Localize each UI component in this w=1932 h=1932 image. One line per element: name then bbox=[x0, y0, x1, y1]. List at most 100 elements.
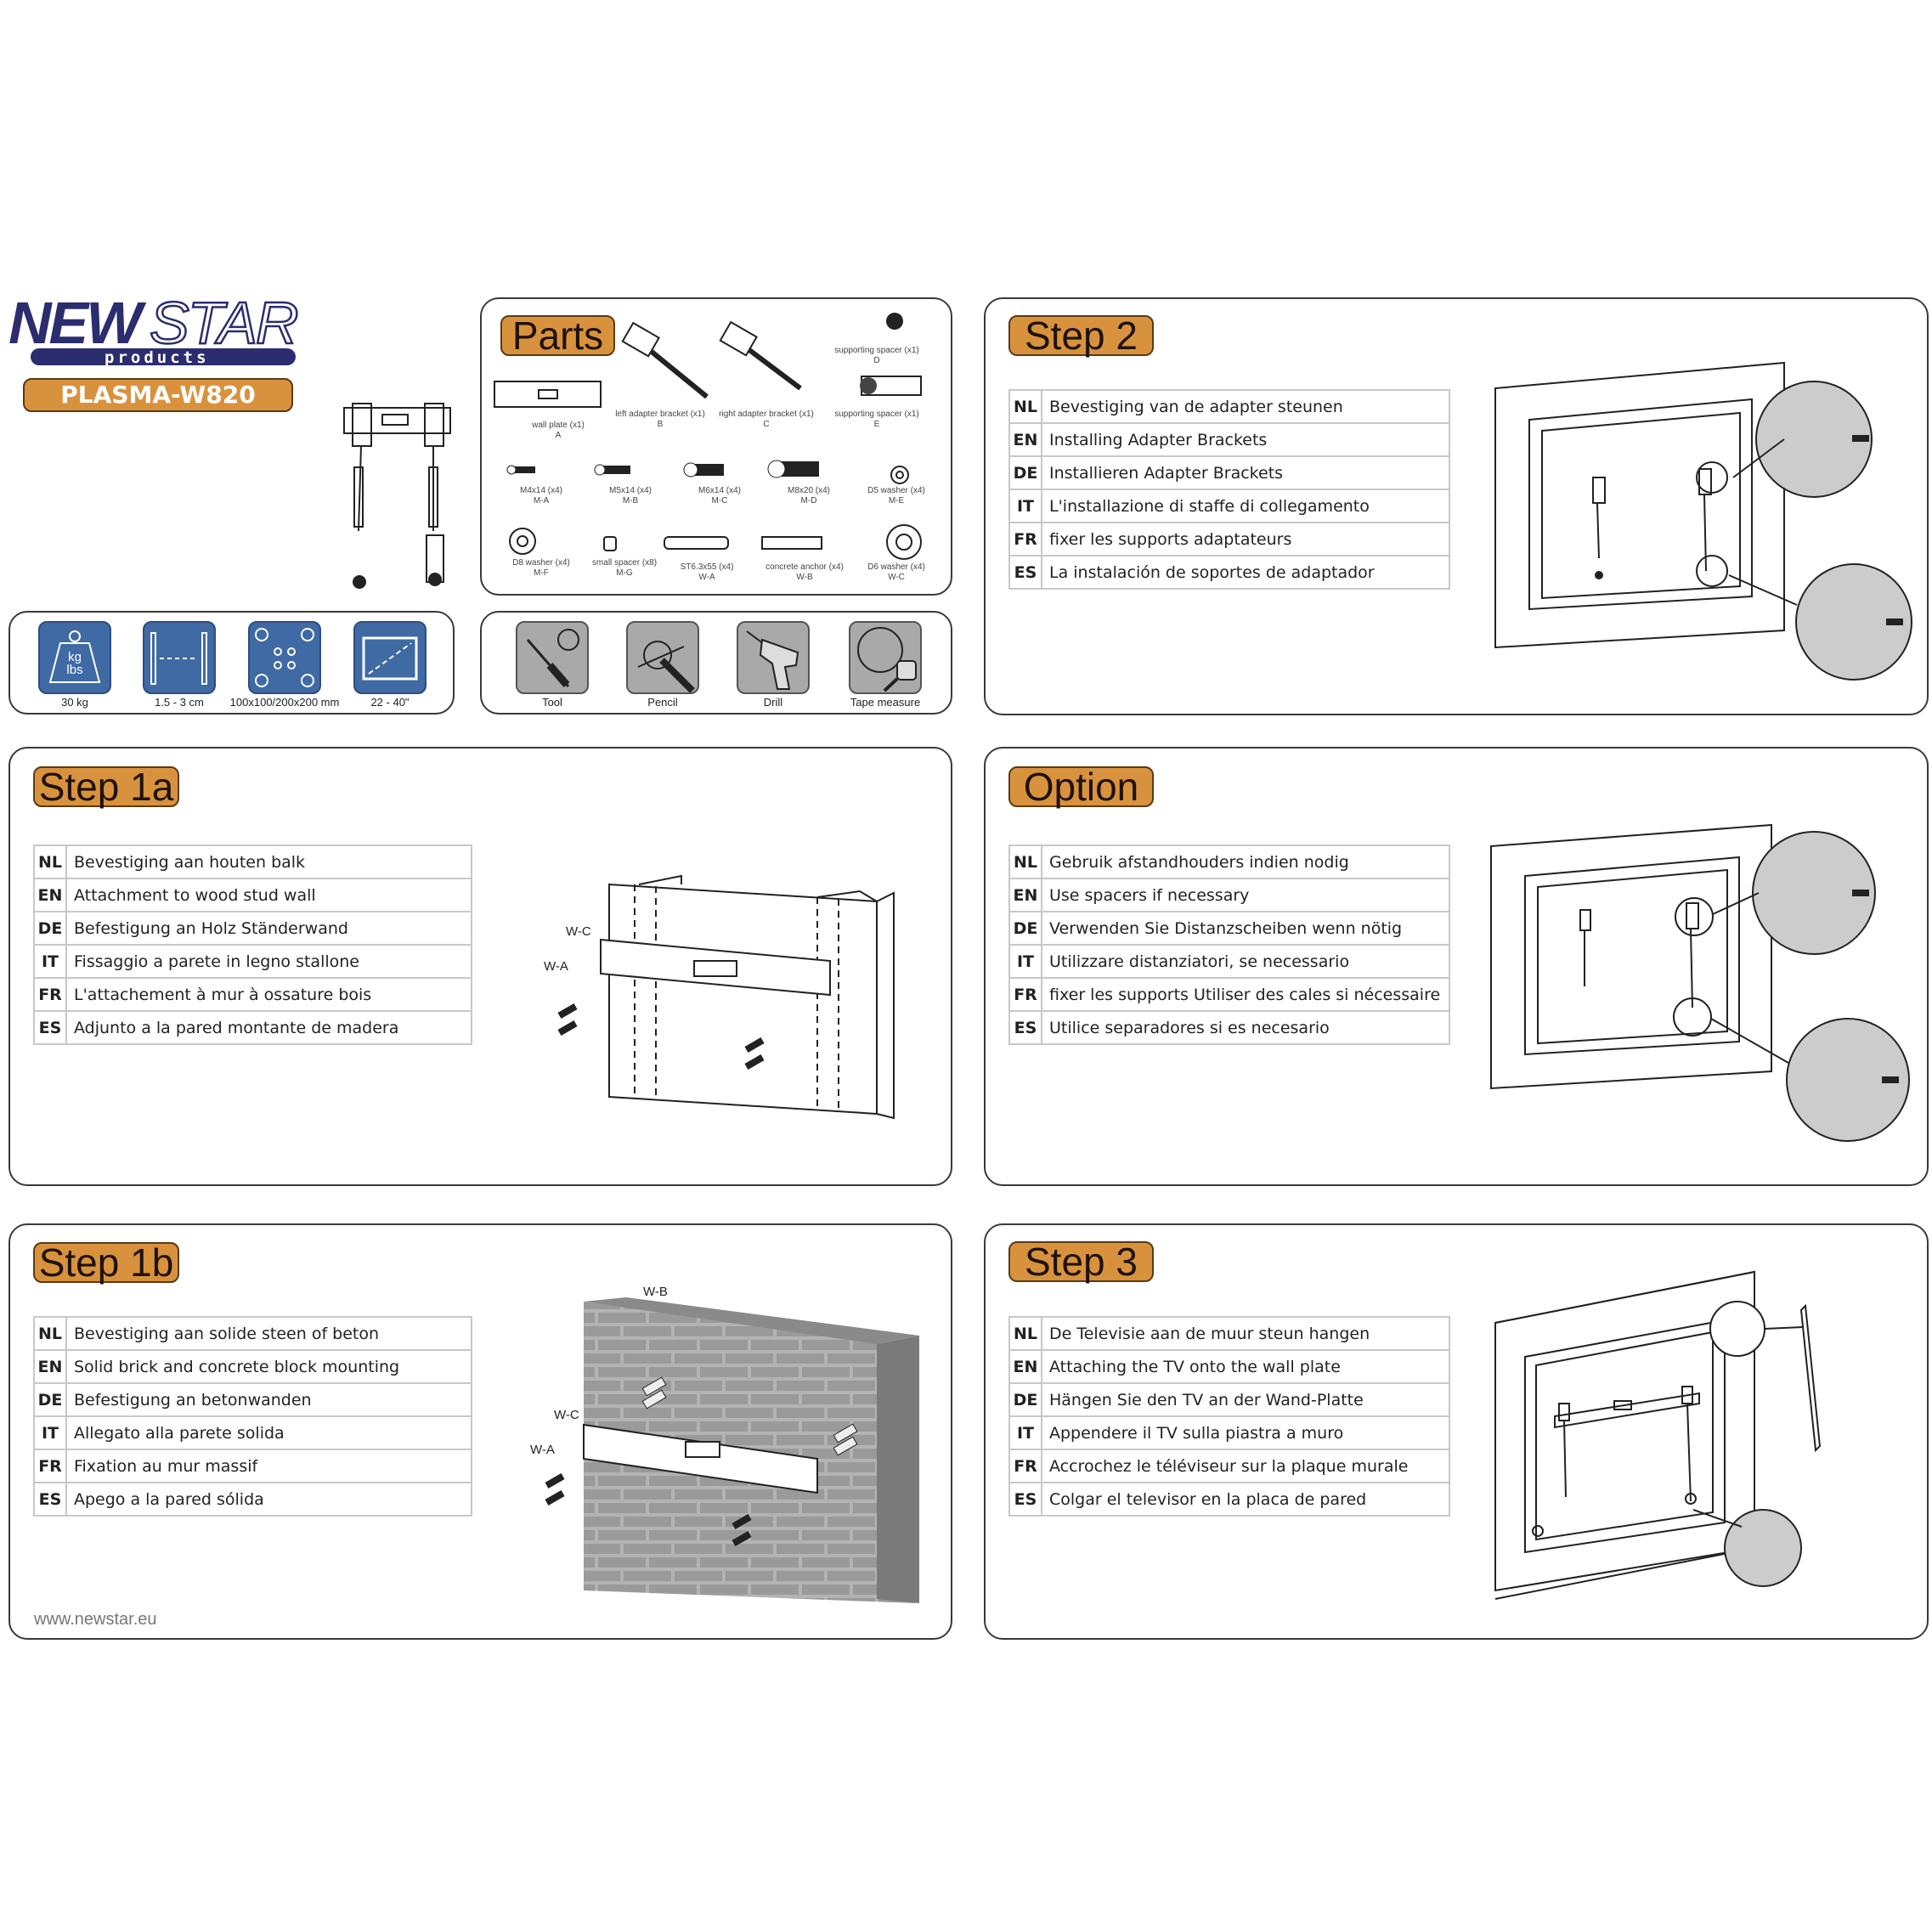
part-label: D6 washer (x4)W-C bbox=[837, 562, 956, 583]
language-code: FR bbox=[33, 977, 67, 1012]
website-link[interactable]: www.newstar.eu bbox=[34, 1610, 157, 1629]
step1b-diagram bbox=[545, 1297, 919, 1603]
part-label: M6x14 (x4)M-C bbox=[660, 486, 779, 506]
part-name: M4x14 (x4) bbox=[519, 486, 562, 495]
language-code: DE bbox=[33, 1382, 67, 1417]
part-name: ST6.3x55 (x4) bbox=[680, 562, 734, 572]
step1b-title: Step 1b bbox=[33, 1242, 179, 1283]
instruction-text: Installing Adapter Brackets bbox=[1041, 422, 1450, 457]
part-name: M5x14 (x4) bbox=[608, 486, 652, 495]
drill-icon bbox=[737, 621, 810, 694]
tools-panel: Tool Pencil Drill Tape measure bbox=[480, 611, 952, 715]
part-name: D6 washer (x4) bbox=[867, 562, 925, 572]
option-title: Option bbox=[1008, 766, 1154, 807]
part-code: M-B bbox=[622, 496, 639, 506]
part-label: D5 washer (x4)M-E bbox=[837, 486, 956, 506]
wall-distance-icon bbox=[143, 621, 216, 694]
language-code: NL bbox=[1008, 1316, 1042, 1351]
brand-logo: NEW STAR products bbox=[7, 289, 313, 367]
language-code: DE bbox=[33, 911, 67, 946]
option-diagram bbox=[1490, 823, 1910, 1142]
instruction-text: Utilizzare distanziatori, se necessario bbox=[1041, 944, 1450, 979]
part-label: wall plate (x1)A bbox=[499, 421, 618, 441]
part-name: small spacer (x8) bbox=[591, 558, 658, 568]
instruction-text: Gebruik afstandhouders indien nodig bbox=[1041, 845, 1450, 879]
part-label: left adapter bracket (x1)B bbox=[601, 410, 720, 430]
part-label: M5x14 (x4)M-B bbox=[571, 486, 690, 506]
step1b-label-wa: W-A bbox=[530, 1443, 555, 1457]
step1b-label-wc: W-C bbox=[554, 1408, 579, 1422]
language-code: IT bbox=[1008, 489, 1042, 523]
step2-title: Step 2 bbox=[1008, 315, 1154, 356]
language-code: NL bbox=[1008, 389, 1042, 424]
language-code: NL bbox=[1008, 845, 1042, 879]
instruction-text: Fixation au mur massif bbox=[65, 1449, 472, 1483]
step1a-label-wa: W-A bbox=[544, 959, 568, 974]
instruction-text: Attachment to wood stud wall bbox=[65, 878, 472, 912]
weight-icon: kg lbs bbox=[38, 621, 111, 694]
part-name: M8x20 (x4) bbox=[787, 486, 830, 495]
part-code: W-C bbox=[888, 573, 905, 582]
part-label: M8x20 (x4)M-D bbox=[749, 486, 868, 506]
language-code: ES bbox=[1008, 555, 1042, 590]
instruction-text: fixer les supports adaptateurs bbox=[1041, 522, 1450, 556]
language-code: IT bbox=[33, 944, 67, 979]
screen-size-icon bbox=[353, 621, 427, 694]
instruction-text: L'attachement à mur à ossature bois bbox=[65, 977, 472, 1012]
language-code: FR bbox=[33, 1449, 67, 1483]
part-label: supporting spacer (x1)E bbox=[817, 410, 936, 430]
screwdriver-icon bbox=[516, 621, 589, 694]
parts-illustrations bbox=[494, 313, 922, 560]
part-code: M-D bbox=[800, 496, 817, 506]
language-code: EN bbox=[33, 1349, 67, 1384]
weight-icon-kg: kg bbox=[68, 650, 82, 664]
part-label: supporting spacer (x1)D bbox=[817, 346, 936, 366]
step1a-title: Step 1a bbox=[33, 766, 179, 807]
instruction-text: Accrochez le téléviseur sur la plaque mu… bbox=[1041, 1449, 1450, 1483]
svg-text:NEW: NEW bbox=[8, 291, 147, 356]
part-code: W-A bbox=[698, 573, 715, 582]
language-code: ES bbox=[1008, 1010, 1042, 1045]
pencil-icon bbox=[626, 621, 699, 694]
language-code: IT bbox=[1008, 1415, 1042, 1450]
instruction-text: Bevestiging aan solide steen of beton bbox=[65, 1316, 472, 1351]
language-code: EN bbox=[1008, 422, 1042, 457]
instruction-text: L'installazione di staffe di collegament… bbox=[1041, 489, 1450, 523]
step3-title: Step 3 bbox=[1008, 1241, 1154, 1282]
product-illustration bbox=[343, 403, 451, 589]
tool-label: Tool bbox=[542, 696, 562, 709]
language-code: EN bbox=[1008, 1349, 1042, 1384]
instruction-text: Befestigung an betonwanden bbox=[65, 1382, 472, 1417]
language-code: IT bbox=[33, 1415, 67, 1450]
part-name: left adapter bracket (x1) bbox=[615, 410, 705, 419]
instruction-text: Verwenden Sie Distanzscheiben wenn nötig bbox=[1041, 911, 1450, 946]
language-code: EN bbox=[1008, 878, 1042, 912]
language-code: IT bbox=[1008, 944, 1042, 979]
language-code: DE bbox=[1008, 455, 1042, 490]
step1b-label-wb: W-B bbox=[643, 1285, 668, 1299]
part-name: right adapter bracket (x1) bbox=[719, 410, 814, 419]
step3-diagram bbox=[1494, 1270, 1822, 1600]
instruction-text: Attaching the TV onto the wall plate bbox=[1041, 1349, 1450, 1384]
svg-text:STAR: STAR bbox=[150, 291, 297, 356]
model-badge: PLASMA-W820 bbox=[23, 378, 293, 412]
